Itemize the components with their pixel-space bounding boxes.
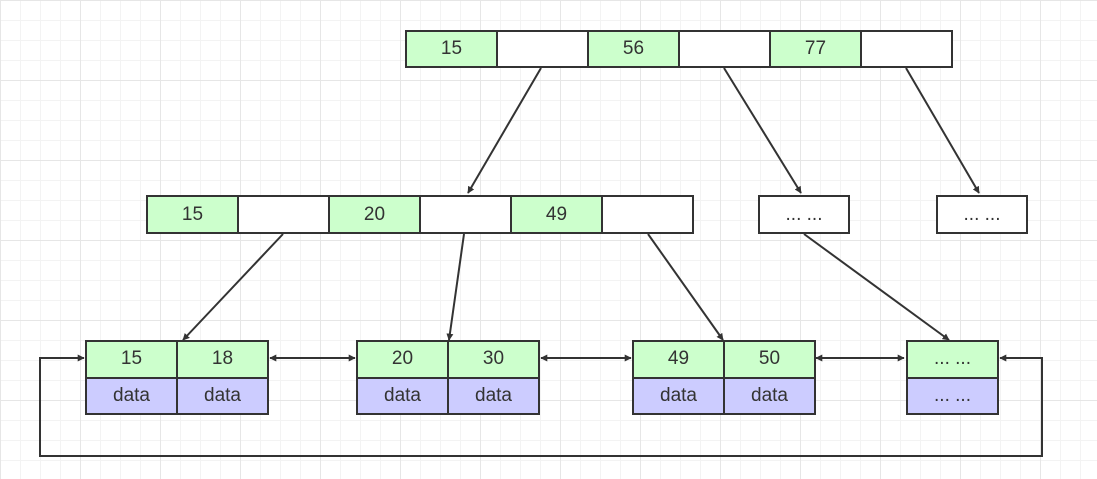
leaf-2-key-1: 20	[358, 342, 447, 377]
leaf-3-data-2: data	[723, 378, 814, 413]
leaf-1-data-2: data	[176, 378, 267, 413]
leaf-1-key-1: 15	[87, 342, 176, 377]
ellipsis-node-a: ... ...	[758, 195, 850, 234]
leaf-node-4: ... ... ... ...	[906, 340, 999, 415]
leaf-2-key-2: 30	[447, 342, 538, 377]
root-pointer-3	[860, 32, 951, 66]
leaf-4-data-1: ... ...	[908, 378, 997, 413]
leaf-1-data-1: data	[87, 378, 176, 413]
root-key-2: 56	[587, 32, 678, 66]
internal-pointer-3	[601, 197, 692, 232]
edge-ellipsis-to-leaf-4	[803, 233, 950, 341]
edge-internal-to-leaf-2	[446, 233, 465, 341]
leaf-wrap-link	[39, 354, 1043, 457]
internal-pointer-1	[237, 197, 328, 232]
ellipsis-node-b-label: ... ...	[938, 197, 1026, 232]
edge-internal-to-leaf-3	[647, 233, 724, 341]
leaf-node-3: 49 50 data data	[632, 340, 816, 415]
edge-root-to-ellipsis-b	[905, 67, 980, 194]
leaf-node-1: 15 18 data data	[85, 340, 269, 415]
root-pointer-1	[496, 32, 587, 66]
ellipsis-node-a-label: ... ...	[760, 197, 848, 232]
root-key-1: 15	[407, 32, 496, 66]
leaf-1-key-2: 18	[176, 342, 267, 377]
root-key-3: 77	[769, 32, 860, 66]
internal-pointer-2	[419, 197, 510, 232]
edge-internal-to-leaf-1	[182, 233, 284, 341]
leaf-3-key-1: 49	[634, 342, 723, 377]
leaf-2-data-2: data	[447, 378, 538, 413]
internal-key-1: 15	[148, 197, 237, 232]
leaf-2-data-1: data	[358, 378, 447, 413]
edge-root-to-ellipsis-a	[723, 67, 802, 194]
leaf-3-data-1: data	[634, 378, 723, 413]
leaf-3-key-2: 50	[723, 342, 814, 377]
ellipsis-node-b: ... ...	[936, 195, 1028, 234]
internal-key-3: 49	[510, 197, 601, 232]
internal-key-2: 20	[328, 197, 419, 232]
edge-root-to-internal	[467, 67, 542, 194]
internal-node: 15 20 49	[146, 195, 694, 234]
leaf-node-2: 20 30 data data	[356, 340, 540, 415]
root-node: 15 56 77	[405, 30, 953, 68]
root-pointer-2	[678, 32, 769, 66]
leaf-4-key-1: ... ...	[908, 342, 997, 377]
